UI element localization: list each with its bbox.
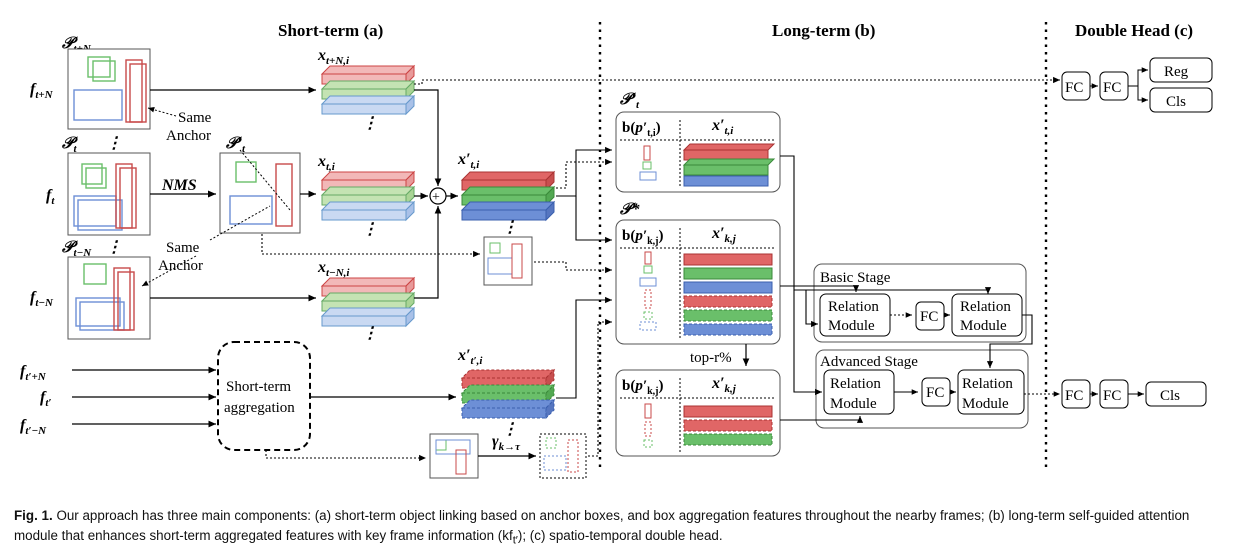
projected-box-thumb <box>539 433 587 479</box>
caption-sub: t′ <box>512 534 518 547</box>
kf-frame-label-3: ft′−N <box>20 417 47 437</box>
p-star-label: 𝒫* <box>619 201 641 218</box>
feature-label-t-minus-n: xt−N,i <box>317 259 350 279</box>
long-term-box-top: b(p′t,i) x′t,i <box>615 111 781 193</box>
dots-kf: ⋮ <box>502 421 518 438</box>
feature-stack-t-plus-n: xt+N,i ⋮ <box>317 47 416 132</box>
kf-frame-label-2: ft′ <box>40 389 51 409</box>
aggregated-label: x′t,i <box>457 151 480 171</box>
relation-module-adv-2 <box>957 369 1025 415</box>
p-prime-t-long: 𝒫′t <box>619 91 640 111</box>
frame-label-t-minus-n: ft−N <box>30 289 54 309</box>
caption-suffix: ); (c) spatio-temporal double head. <box>517 528 723 543</box>
kf-feature-label: x′t′,i <box>457 347 483 367</box>
rm-a1-line1: Relation <box>830 376 881 392</box>
feature-stack-t-minus-n: xt−N,i ⋮ <box>317 259 416 342</box>
dots-frames-1: ⋮ <box>106 135 122 152</box>
dots-agg: ⋮ <box>502 219 518 236</box>
advanced-stage-label: Advanced Stage <box>820 354 918 370</box>
caption-prefix: Fig. 1. <box>14 508 53 523</box>
fc-basic-label: FC <box>920 309 938 325</box>
cls-bottom-label: Cls <box>1160 388 1180 404</box>
p-prime-t-short: 𝒫′t <box>225 135 246 155</box>
reg-label: Reg <box>1164 64 1189 80</box>
rm-b1-line1: Relation <box>828 299 879 315</box>
nms-label: NMS <box>161 177 197 194</box>
nms-output: 𝒫′t <box>219 135 301 234</box>
cls-output-top <box>1149 87 1213 113</box>
cls-top-label: Cls <box>1166 94 1186 110</box>
feature-stack-t: xt,i ⋮ <box>317 153 416 238</box>
fc-advanced-label: FC <box>926 385 944 401</box>
section-title-long-term: Long-term (b) <box>772 21 875 40</box>
rm-b2-line2: Module <box>960 318 1007 334</box>
same-anchor-top-2: Anchor <box>166 128 211 144</box>
caption-text: Our approach has three main components: … <box>14 508 1190 543</box>
proposal-label-t-minus-n: 𝒫t−N <box>61 239 92 259</box>
section-title-short-term: Short-term (a) <box>278 21 383 40</box>
long-term-box-bottom: b(p′k,j) x′k,j <box>615 369 781 457</box>
rm-a2-line2: Module <box>962 396 1009 412</box>
dots-frames-2: ⋮ <box>106 239 122 256</box>
rm-a2-line1: Relation <box>962 376 1013 392</box>
anchor-box-thumb <box>483 236 533 286</box>
feature-label-t: xt,i <box>317 153 336 173</box>
short-term-aggregation-box <box>217 341 311 451</box>
dots-feat-1: ⋮ <box>362 115 378 132</box>
same-anchor-bottom-2: Anchor <box>158 258 203 274</box>
cls-output-bottom <box>1145 381 1207 407</box>
figure-caption: Fig. 1. Our approach has three main comp… <box>14 506 1226 551</box>
kf-feature-stack: x′t′,i ⋮ <box>457 347 556 438</box>
head-top-fc-2-label: FC <box>1103 80 1121 96</box>
dots-feat-3: ⋮ <box>362 325 378 342</box>
head-bottom-fc-1-label: FC <box>1065 388 1083 404</box>
aggregation-label-2: aggregation <box>224 400 295 416</box>
head-bottom-fc-2-label: FC <box>1103 388 1121 404</box>
frame-label-t: ft <box>46 187 55 207</box>
head-top-fc-1-label: FC <box>1065 80 1083 96</box>
feature-label-t-plus-n: xt+N,i <box>317 47 350 67</box>
same-anchor-top-1: Same <box>178 110 212 126</box>
dots-feat-2: ⋮ <box>362 221 378 238</box>
section-title-double-head: Double Head (c) <box>1075 21 1193 40</box>
aggregated-feature-stack: x′t,i ⋮ <box>457 151 556 236</box>
sum-plus: + <box>432 190 440 205</box>
frame-t: 𝒫t ft <box>46 135 151 236</box>
proposal-label-t: 𝒫t <box>61 135 78 155</box>
kf-box-thumb <box>429 433 479 479</box>
architecture-diagram: Short-term (a) Long-term (b) Double Head… <box>20 21 1213 479</box>
reg-output <box>1149 57 1213 83</box>
basic-stage-label: Basic Stage <box>820 270 891 286</box>
frame-t-minus-n: 𝒫t−N ft−N <box>30 239 151 340</box>
frame-label-t-plus-n: ft+N <box>30 81 54 101</box>
rm-b1-line2: Module <box>828 318 875 334</box>
top-r-label: top-r% <box>690 350 732 366</box>
rm-b2-line1: Relation <box>960 299 1011 315</box>
frame-t-plus-n: 𝒫t+N ft+N <box>30 35 151 130</box>
rm-a1-line2: Module <box>830 396 877 412</box>
kf-frame-label-1: ft′+N <box>20 363 47 383</box>
aggregation-label-1: Short-term <box>226 379 291 395</box>
long-term-box-middle: b(p′k,j) x′k,j <box>615 219 781 345</box>
same-anchor-bottom-1: Same <box>166 240 200 256</box>
